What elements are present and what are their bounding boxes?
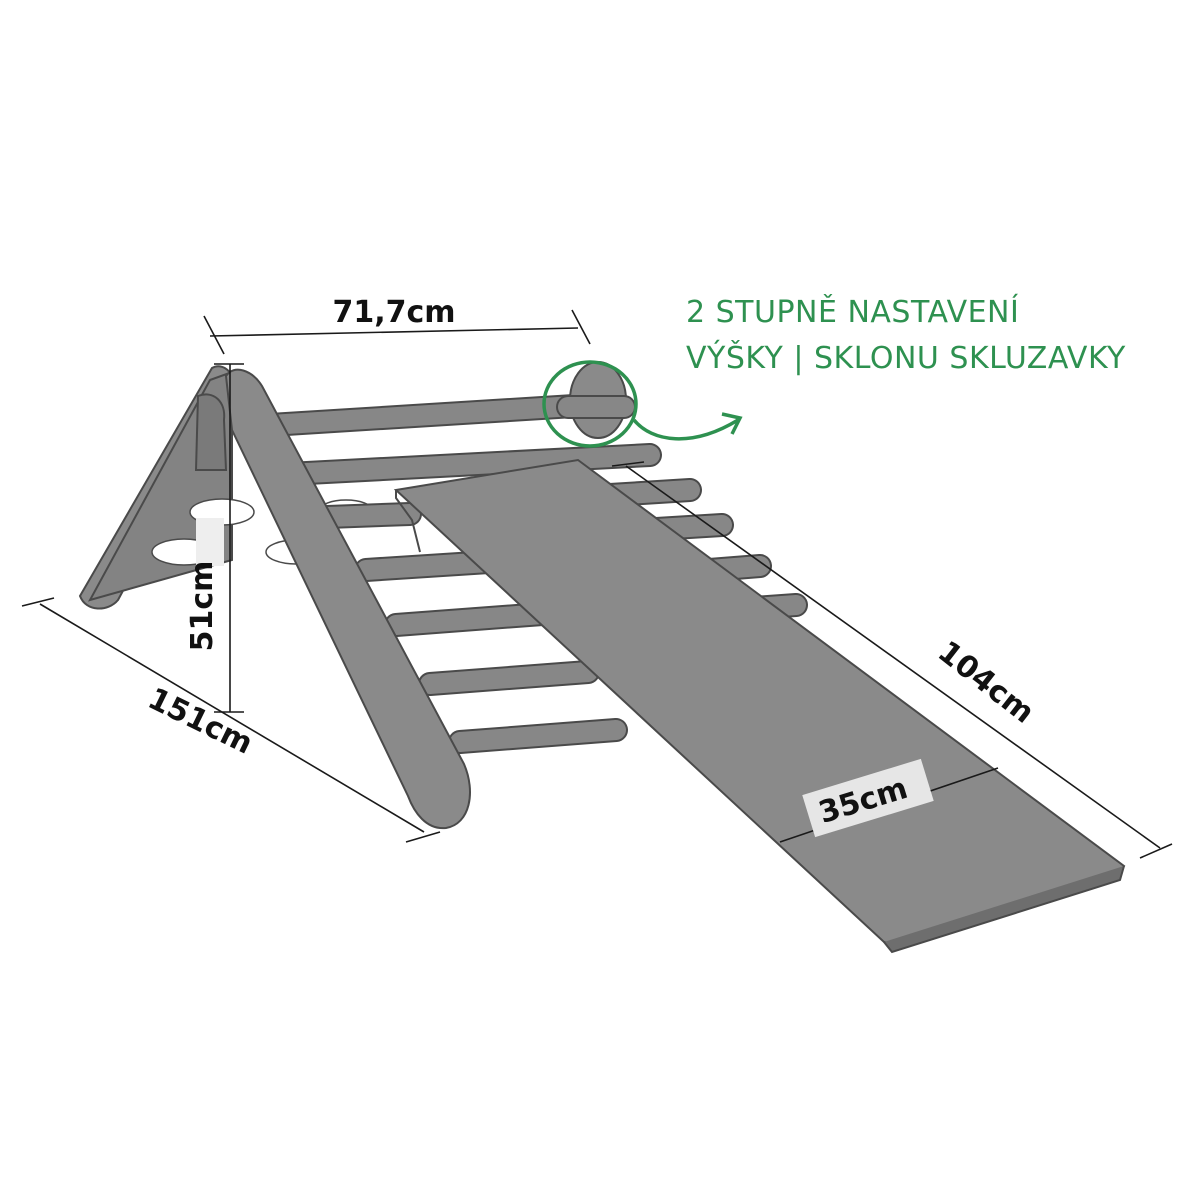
adjustment-note-line-2: VÝŠKY | SKLONU SKLUZAVKY <box>686 339 1126 376</box>
slide-board <box>393 458 1126 954</box>
highlight-circle <box>542 360 638 448</box>
height-label-bg <box>196 518 224 566</box>
height-label: 51cm <box>185 561 220 652</box>
slide-length-label: 104cm <box>931 634 1041 730</box>
end-disc <box>556 361 636 439</box>
top-width-label: 71,7cm <box>332 295 455 330</box>
front-plank <box>224 368 471 830</box>
slide-width-label-bg <box>802 758 934 838</box>
length-label: 151cm <box>142 681 258 761</box>
dimension-lines <box>21 309 1173 859</box>
adjustment-callout <box>542 360 743 448</box>
callout-arrow <box>632 418 739 441</box>
adjustment-note-line-1: 2 STUPNĚ NASTAVENÍ <box>686 294 1019 330</box>
